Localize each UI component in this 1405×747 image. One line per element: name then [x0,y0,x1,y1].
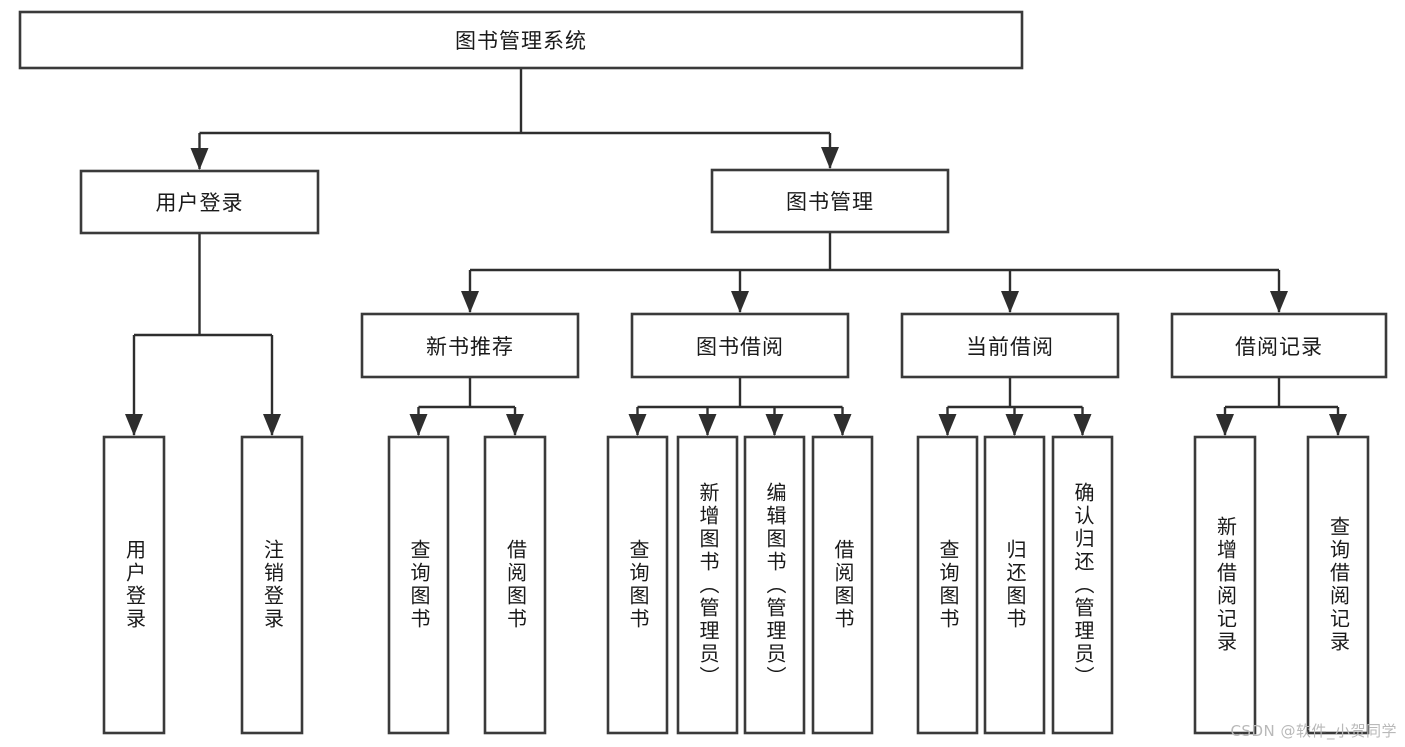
leaf-node-9[interactable] [916,435,979,735]
leaf-node-5[interactable] [606,435,669,735]
level3-node-4[interactable] [1170,312,1388,379]
arrow-down-icon [1073,414,1092,436]
root-node-title[interactable] [18,10,1024,70]
leaf-node-3[interactable] [387,435,450,735]
leaf-node-7[interactable] [743,435,806,735]
leaf-node-2[interactable] [240,435,304,735]
level3-node-3[interactable] [900,312,1120,379]
arrow-down-icon [1270,291,1288,313]
arrow-down-icon [1329,414,1347,436]
arrow-down-icon [1216,414,1234,436]
leaf-node-12[interactable] [1193,435,1257,735]
leaf-node-10[interactable] [983,435,1046,735]
boxes-layer [18,10,1388,735]
arrow-down-icon [698,414,717,436]
arrow-down-icon [461,291,479,313]
leaf-node-11[interactable] [1051,435,1114,735]
arrow-down-icon [821,147,839,169]
leaf-node-6[interactable] [676,435,739,735]
arrow-down-icon [1005,414,1024,436]
level2-node-2[interactable] [710,168,950,234]
arrow-down-icon [190,148,209,170]
arrow-down-icon [506,414,524,436]
arrow-down-icon [263,414,281,436]
arrow-down-icon [125,414,143,436]
level3-node-2[interactable] [630,312,850,379]
arrow-down-icon [833,414,852,436]
arrow-down-icon [731,291,749,313]
watermark: CSDN @软件_小贺同学 [1230,722,1397,740]
connectors-layer [125,68,1347,436]
leaf-node-8[interactable] [811,435,874,735]
arrow-down-icon [1001,291,1019,313]
arrow-down-icon [628,414,647,436]
arrow-down-icon [938,414,957,436]
leaf-node-4[interactable] [483,435,547,735]
arrow-down-icon [765,414,784,436]
leaf-node-13[interactable] [1306,435,1370,735]
arrow-down-icon [409,414,428,436]
leaf-node-1[interactable] [102,435,166,735]
level3-node-1[interactable] [360,312,580,379]
level2-node-1[interactable] [79,169,320,235]
